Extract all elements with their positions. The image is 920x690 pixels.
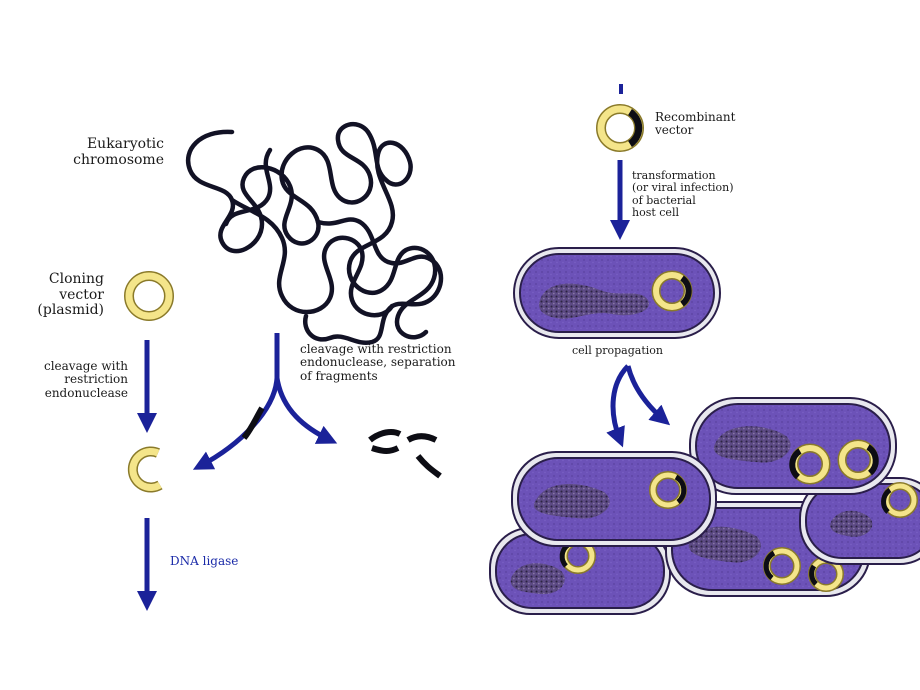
dna-fragments	[241, 406, 442, 479]
label-dna-ligase: DNA ligase	[170, 554, 239, 568]
cell	[511, 451, 717, 547]
cell-colony	[489, 397, 920, 615]
cell	[799, 477, 920, 565]
label-eukaryotic-chromosome: Eukaryotic chromosome	[73, 136, 164, 168]
label-cleavage-vector: cleavage with restriction endonuclease	[43, 359, 128, 400]
cleaved-plasmid	[127, 446, 163, 493]
cell	[689, 397, 897, 495]
label-cleavage-chromosome: cleavage with restriction endonuclease, …	[300, 342, 456, 383]
cell	[489, 527, 671, 615]
nucleoid	[538, 283, 649, 319]
host-cell	[513, 247, 721, 339]
label-transformation: transformation (or viral infection) of b…	[632, 169, 734, 219]
label-cloning-vector: Cloning vector (plasmid)	[37, 271, 104, 319]
arrow-cell-propagation	[606, 364, 671, 448]
cloning-vector-plasmid	[124, 271, 174, 321]
chromosome-dna	[186, 121, 444, 345]
label-recombinant-vector: Recombinant vector	[655, 110, 736, 138]
recombinant-vector	[596, 84, 644, 152]
label-cell-propagation: cell propagation	[572, 344, 663, 357]
